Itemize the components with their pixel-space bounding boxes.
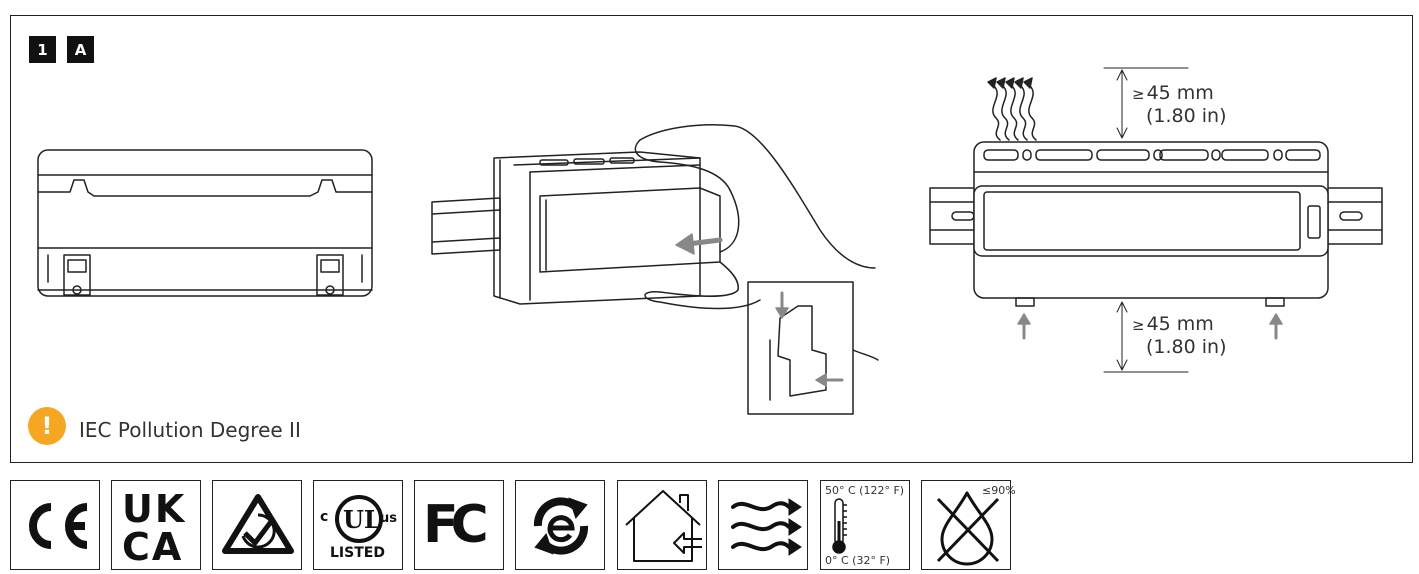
warning-icon: ! (28, 407, 66, 445)
device-rear-view (37, 149, 373, 297)
airflow-icon (718, 480, 808, 570)
clearance-top-label: ≥45 mm (1.80 in) (1132, 82, 1227, 127)
ukca-mark-icon: UK CA (111, 480, 201, 570)
device-front-view (929, 67, 1383, 373)
fcc-mark-icon: FC (414, 480, 504, 570)
step-number-badge: 1 (29, 36, 56, 63)
temperature-range-icon: 50° C (122° F) 0° C (32° F) (820, 480, 910, 570)
device-mounting-perspective (431, 124, 879, 415)
e-recycle-mark-icon (515, 480, 605, 570)
instruction-frame (10, 15, 1413, 463)
pollution-degree-note: IEC Pollution Degree II (79, 418, 301, 442)
humidity-limit-icon: ≤90% (921, 480, 1016, 570)
step-letter-badge: A (67, 36, 94, 63)
clearance-bottom-label: ≥45 mm (1.80 in) (1132, 313, 1227, 358)
ul-listed-icon: c UL us LISTED (313, 480, 403, 570)
rcm-mark-icon (212, 480, 302, 570)
indoor-use-icon (617, 480, 707, 570)
ce-mark-icon (10, 480, 100, 570)
